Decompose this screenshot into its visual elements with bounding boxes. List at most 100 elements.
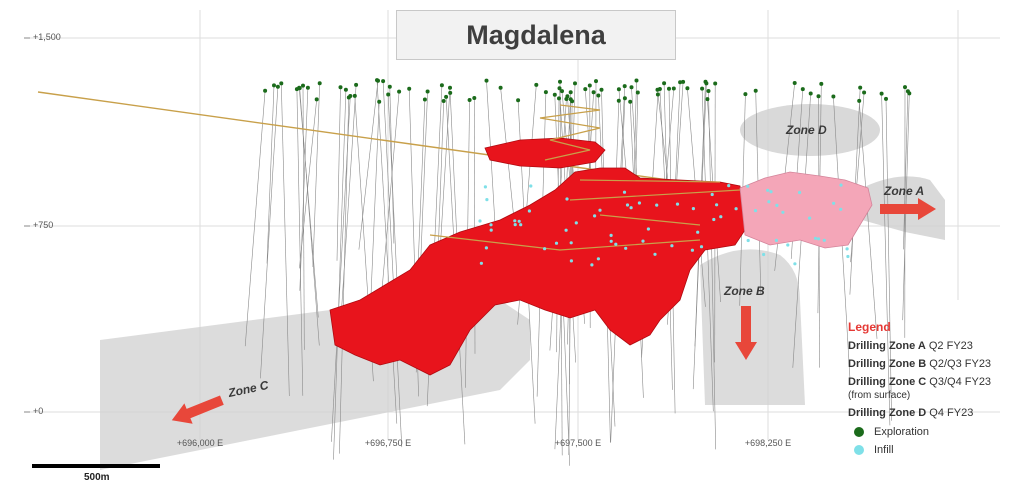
exploration-collar — [594, 79, 598, 84]
legend-infill: Infill — [854, 444, 1018, 456]
legend-item-zone-a: Drilling Zone A Q2 FY23 — [848, 340, 1018, 353]
exploration-collar — [858, 85, 863, 90]
exploration-collar — [667, 86, 671, 91]
infill-point — [816, 237, 821, 241]
drill-hole — [331, 95, 351, 442]
exploration-collar — [907, 91, 912, 96]
infill-point — [569, 241, 573, 245]
infill-point — [565, 197, 569, 201]
exploration-collar — [704, 81, 709, 86]
infill-point — [793, 262, 797, 266]
infill-dot-icon — [854, 445, 864, 455]
exploration-collar — [558, 79, 562, 84]
exploration-collar — [792, 81, 797, 85]
exploration-collar — [622, 96, 627, 101]
infill-point — [593, 214, 597, 218]
exploration-collar — [375, 78, 379, 83]
exploration-collar — [352, 93, 357, 98]
infill-point — [774, 238, 779, 242]
exploration-collar — [317, 81, 322, 86]
zone-b-region — [700, 249, 805, 405]
exploration-collar — [599, 87, 604, 92]
infill-point — [766, 188, 770, 192]
exploration-collar — [348, 94, 353, 98]
infill-point — [609, 233, 613, 237]
drill-hole — [302, 85, 305, 350]
exploration-collar — [422, 97, 427, 102]
exploration-collar — [808, 91, 813, 96]
exploration-collar — [557, 96, 561, 101]
infill-point — [734, 207, 738, 211]
zone-b-arrow-shaft — [741, 306, 751, 344]
exploration-collar — [560, 89, 564, 94]
exploration-collar — [655, 92, 660, 97]
exploration-collar — [534, 82, 539, 87]
infill-point — [637, 201, 642, 205]
infill-point — [775, 203, 779, 207]
exploration-collar — [444, 94, 449, 99]
exploration-collar — [543, 90, 548, 95]
infill-point — [574, 221, 578, 225]
legend-title: Legend — [848, 320, 891, 334]
exploration-collar — [622, 84, 627, 89]
infill-point — [529, 184, 533, 188]
drill-hole — [858, 100, 878, 339]
exploration-collar — [557, 86, 562, 91]
infill-point — [715, 203, 719, 207]
exploration-collar — [498, 85, 503, 90]
drill-hole — [382, 81, 403, 448]
infill-point — [719, 215, 723, 219]
infill-point — [746, 238, 750, 243]
exploration-collar — [879, 91, 884, 96]
exploration-collar — [583, 87, 588, 92]
infill-point — [646, 227, 651, 231]
exploration-collar — [884, 96, 888, 101]
exploration-collar — [700, 86, 705, 91]
trace-4 — [579, 179, 721, 183]
exploration-collar — [634, 78, 639, 83]
exploration-collar — [662, 81, 667, 86]
infill-point — [690, 248, 695, 252]
drill-hole — [437, 100, 444, 253]
drill-hole — [850, 92, 865, 263]
exploration-collar — [263, 88, 268, 93]
infill-point — [845, 247, 849, 251]
exploration-collar — [381, 79, 386, 84]
exploration-collar — [629, 85, 634, 90]
infill-point — [569, 259, 574, 263]
infill-point — [554, 241, 559, 245]
exploration-collar — [467, 98, 472, 102]
scale-label: 500m — [84, 472, 110, 483]
exploration-collar — [314, 97, 319, 102]
drill-hole — [903, 91, 909, 250]
infill-point — [527, 209, 532, 213]
infill-point — [517, 219, 521, 223]
legend-item-zone-c: Drilling Zone C Q3/Q4 FY23 (from surface… — [848, 376, 1018, 402]
exploration-collar — [448, 85, 452, 90]
exploration-collar — [338, 85, 343, 90]
exploration-collar — [706, 89, 711, 93]
infill-point — [489, 228, 493, 232]
exploration-collar — [903, 85, 907, 90]
infill-point — [699, 245, 704, 249]
legend-item-zone-b: Drilling Zone B Q2/Q3 FY23 — [848, 358, 1018, 371]
infill-point — [483, 185, 487, 189]
zone-a-arrow-shaft — [880, 204, 920, 214]
legend-exploration-label: Exploration — [874, 426, 930, 438]
elevation-label-750: +750 — [33, 220, 54, 230]
exploration-collar — [297, 85, 302, 90]
exploration-collar — [635, 90, 640, 95]
exploration-collar — [568, 90, 573, 95]
infill-point — [641, 239, 645, 243]
exploration-collar — [570, 99, 575, 104]
drill-hole — [376, 80, 398, 424]
ore-body — [329, 167, 746, 376]
infill-point — [479, 261, 483, 265]
drill-hole — [281, 83, 290, 397]
elevation-label-1500: +1,500 — [33, 32, 61, 42]
easting-label-698250: +698,250 E — [744, 438, 792, 448]
drill-hole — [389, 86, 395, 244]
infill-point — [753, 209, 758, 213]
exploration-collar — [407, 86, 412, 91]
